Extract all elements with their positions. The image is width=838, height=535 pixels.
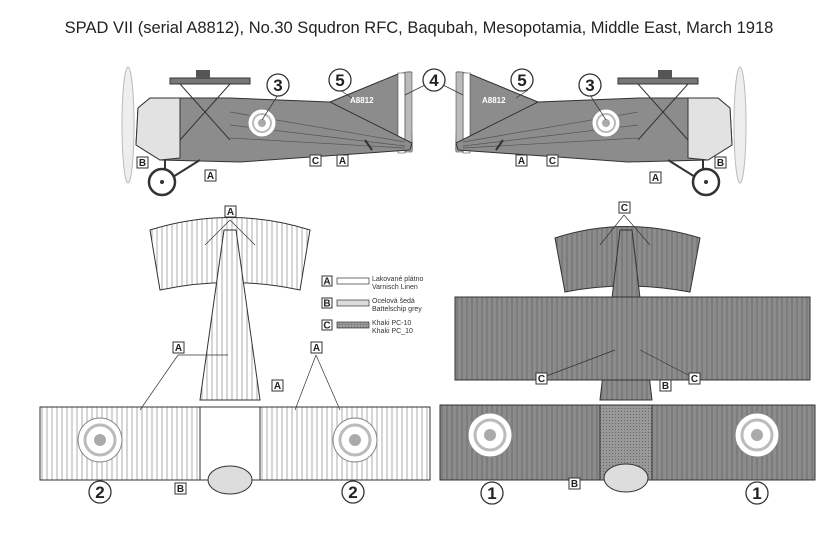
- swatch-battleship-grey: [336, 299, 370, 307]
- legend-a-line1: Lakované plátno: [372, 276, 423, 283]
- label-c: C: [621, 203, 628, 214]
- label-a: A: [313, 343, 320, 354]
- bottom-view: [439, 226, 816, 493]
- color-legend: A Lakované plátno Varnisch Linen B Ocelo…: [321, 275, 423, 335]
- callout-3-left: 3: [273, 76, 282, 95]
- label-a: A: [227, 207, 234, 218]
- callout-2-left: 2: [95, 483, 104, 502]
- legend-c-line1: Khaki PC-10: [372, 320, 411, 327]
- legend-key-c: C: [323, 321, 330, 332]
- label-c: C: [538, 374, 545, 385]
- label-c: C: [691, 374, 698, 385]
- callout-1-left: 1: [487, 484, 496, 503]
- label-b: B: [662, 381, 669, 392]
- serial-marking-left: A8812: [350, 96, 374, 105]
- top-view: [39, 217, 431, 495]
- label-a: A: [339, 156, 346, 167]
- label-a: A: [652, 173, 659, 184]
- label-a: A: [175, 343, 182, 354]
- legend-b-line2: Battelschip grey: [372, 306, 422, 313]
- label-b: B: [139, 158, 146, 169]
- swatch-varnish-linen: [336, 277, 370, 285]
- label-a: A: [207, 171, 214, 182]
- label-c: C: [549, 156, 556, 167]
- legend-a-line2: Varnisch Linen: [372, 284, 418, 291]
- legend-b-line1: Ocelová šedá: [372, 298, 415, 305]
- label-b: B: [717, 158, 724, 169]
- callout-2-right: 2: [348, 483, 357, 502]
- callout-5-right: 5: [517, 71, 526, 90]
- label-a: A: [274, 381, 281, 392]
- page-title: SPAD VII (serial A8812), No.30 Squdron R…: [64, 19, 774, 37]
- legend-key-b: B: [323, 299, 330, 310]
- callout-5-left: 5: [335, 71, 344, 90]
- label-a: A: [518, 156, 525, 167]
- legend-key-a: A: [323, 277, 330, 288]
- label-b: B: [571, 479, 578, 490]
- callout-4: 4: [429, 71, 439, 90]
- callout-1-right: 1: [752, 484, 761, 503]
- legend-c-line2: Khaki PC_10: [372, 328, 413, 335]
- callout-3-right: 3: [585, 76, 594, 95]
- label-c: C: [312, 156, 319, 167]
- label-b: B: [177, 484, 184, 495]
- swatch-khaki-pc10: [336, 321, 370, 329]
- serial-marking-right: A8812: [482, 96, 506, 105]
